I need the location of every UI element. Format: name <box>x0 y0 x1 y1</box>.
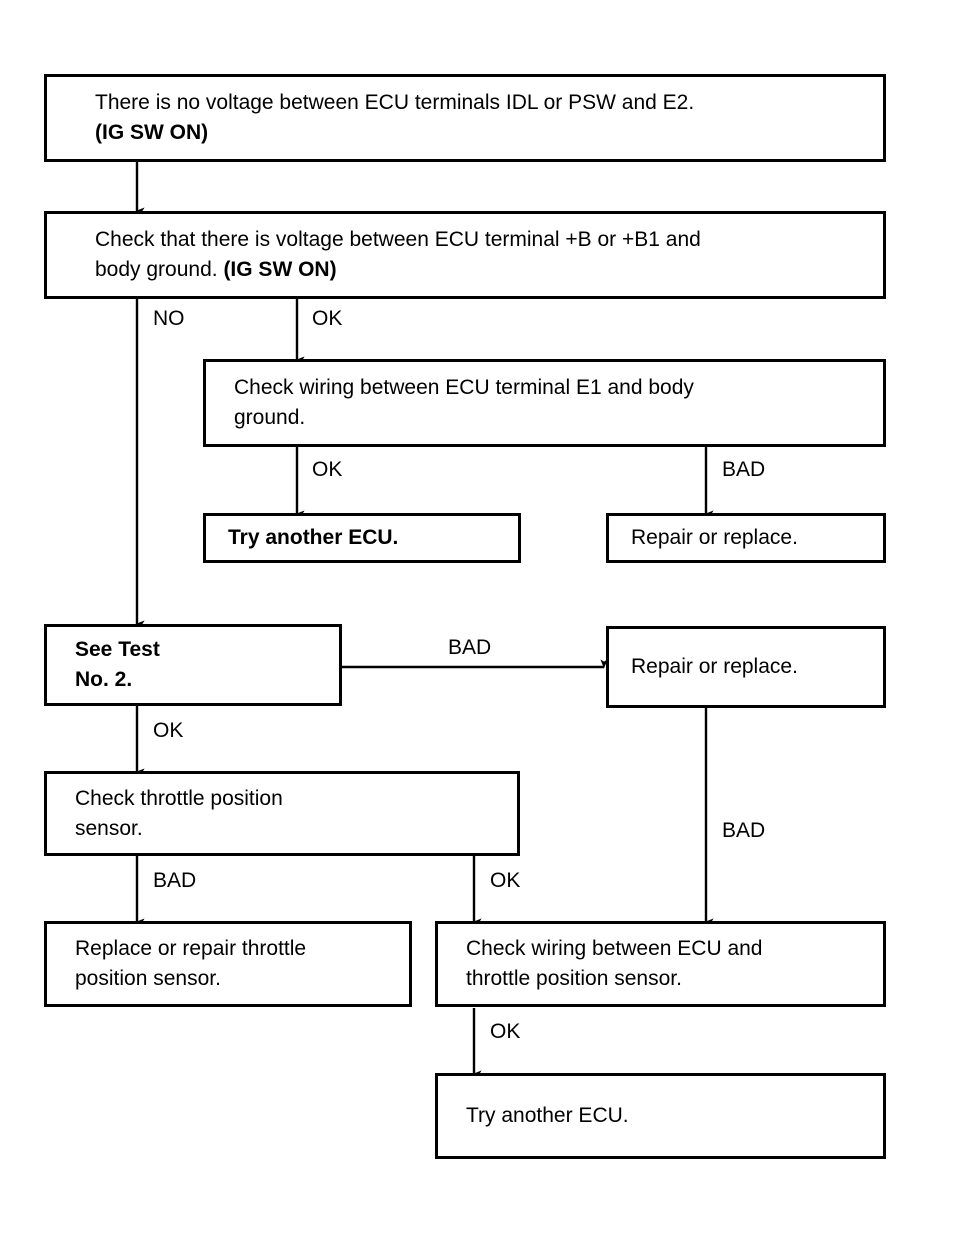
edge-label-bad-from-repair-middle: BAD <box>722 819 766 842</box>
node-text-line2: No. 2. <box>75 668 133 691</box>
node-text-line1: See Test <box>75 638 160 661</box>
node-text-line2: throttle position sensor. <box>466 967 682 990</box>
edge-label-no-from-check-voltage: NO <box>153 307 185 330</box>
node-see-test-no-2: See Test No. 2. <box>44 624 342 706</box>
edge-label-bad-from-check-throttle: BAD <box>153 869 197 892</box>
node-text-line2: (IG SW ON) <box>95 121 209 144</box>
node-replace-or-repair-throttle-position-sensor: Replace or repair throttle position sens… <box>44 921 412 1007</box>
node-check-wiring-e1-body-ground: Check wiring between ECU terminal E1 and… <box>203 359 886 447</box>
edge-label-ok-from-check-throttle: OK <box>490 869 521 892</box>
node-text-line1: Check throttle position <box>75 786 283 810</box>
node-text-line1: Repair or replace. <box>631 655 798 678</box>
node-text-line1: Check wiring between ECU and <box>466 937 763 960</box>
node-text-line2: sensor. <box>75 816 143 840</box>
node-text-line1: Check wiring between ECU terminal E1 and… <box>234 376 694 399</box>
edge-label-bad-from-see-test: BAD <box>448 636 492 659</box>
node-text-line1: Try another ECU. <box>466 1104 629 1127</box>
node-text-line1: Replace or repair throttle <box>75 937 307 960</box>
node-text-line1: Check that there is voltage between ECU … <box>95 228 701 251</box>
node-text-line2: ground. <box>234 406 306 429</box>
node-try-another-ecu-upper: Try another ECU. <box>203 513 521 563</box>
node-text-line2-plain: body ground. <box>95 258 224 281</box>
edge-label-ok-from-check-voltage: OK <box>312 307 343 330</box>
node-text-line1: Repair or replace. <box>631 526 798 549</box>
node-repair-or-replace-upper: Repair or replace. <box>606 513 886 563</box>
node-text-line2-bold: (IG SW ON) <box>223 258 337 281</box>
edge-label-bad-from-check-wiring-e1: BAD <box>722 458 766 481</box>
edge-label-ok-from-check-wiring-e1: OK <box>312 458 343 481</box>
edge-label-ok-from-check-wiring-tps: OK <box>490 1020 521 1043</box>
node-text-line2: body ground. (IG SW ON) <box>47 255 883 285</box>
node-text-line2: position sensor. <box>75 967 221 990</box>
node-text-line1: Try another ECU. <box>228 526 399 549</box>
node-repair-or-replace-middle: Repair or replace. <box>606 626 886 708</box>
node-check-throttle-position-sensor: Check throttle position sensor. <box>44 771 520 856</box>
node-text-line1: There is no voltage between ECU terminal… <box>95 91 695 114</box>
edge-label-ok-from-see-test: OK <box>153 719 184 742</box>
node-check-voltage-b-b1-body-ground: Check that there is voltage between ECU … <box>44 211 886 299</box>
node-check-wiring-ecu-throttle-position-sensor: Check wiring between ECU and throttle po… <box>435 921 886 1007</box>
node-try-another-ecu-lower: Try another ECU. <box>435 1073 886 1159</box>
node-no-voltage-idl-psw-e2: There is no voltage between ECU terminal… <box>44 74 886 162</box>
